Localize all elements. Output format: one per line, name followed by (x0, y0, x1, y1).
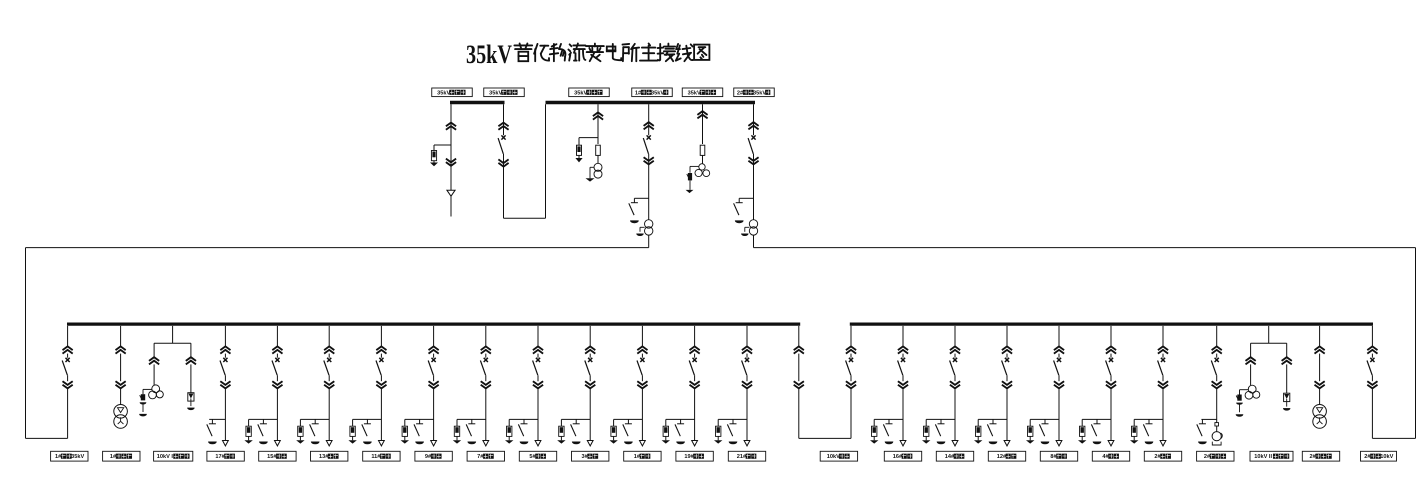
svg-text:35kV: 35kV (574, 90, 587, 96)
svg-text:13#: 13# (319, 454, 329, 460)
svg-text:35kV: 35kV (71, 454, 84, 460)
svg-text:7#: 7# (477, 454, 484, 460)
svg-text:11#: 11# (371, 454, 381, 460)
svg-text:19#: 19# (684, 454, 694, 460)
svg-text:1#: 1# (55, 454, 62, 460)
svg-text:15#: 15# (267, 454, 277, 460)
svg-text:17#: 17# (215, 454, 225, 460)
svg-text:10kV II: 10kV II (1254, 454, 1272, 460)
svg-text:1#: 1# (635, 90, 642, 96)
svg-text:12#: 12# (997, 454, 1007, 460)
svg-text:35kV: 35kV (489, 90, 502, 96)
svg-text:9#: 9# (425, 454, 432, 460)
svg-text:35kV: 35kV (688, 90, 701, 96)
svg-text:5#: 5# (529, 454, 536, 460)
svg-text:10kV: 10kV (1380, 454, 1393, 460)
svg-text:16#: 16# (893, 454, 903, 460)
svg-text:4#: 4# (1102, 454, 1109, 460)
svg-text:10kV: 10kV (827, 454, 840, 460)
svg-text:2#: 2# (737, 90, 744, 96)
svg-text:14#: 14# (945, 454, 955, 460)
svg-text:8#: 8# (1050, 454, 1057, 460)
svg-text:35kV: 35kV (466, 40, 512, 69)
svg-text:35kV: 35kV (753, 90, 766, 96)
svg-text:2#: 2# (1154, 454, 1161, 460)
svg-text:35kV: 35kV (651, 90, 664, 96)
svg-text:1#: 1# (634, 454, 641, 460)
svg-text:2#: 2# (1364, 454, 1371, 460)
svg-text:1#: 1# (110, 454, 117, 460)
svg-text:10kV I: 10kV I (157, 454, 174, 460)
svg-text:35kV: 35kV (437, 90, 450, 96)
svg-text:21#: 21# (737, 454, 747, 460)
svg-text:2#: 2# (1204, 454, 1211, 460)
svg-text:2#: 2# (1310, 454, 1317, 460)
svg-text:3#: 3# (582, 454, 589, 460)
